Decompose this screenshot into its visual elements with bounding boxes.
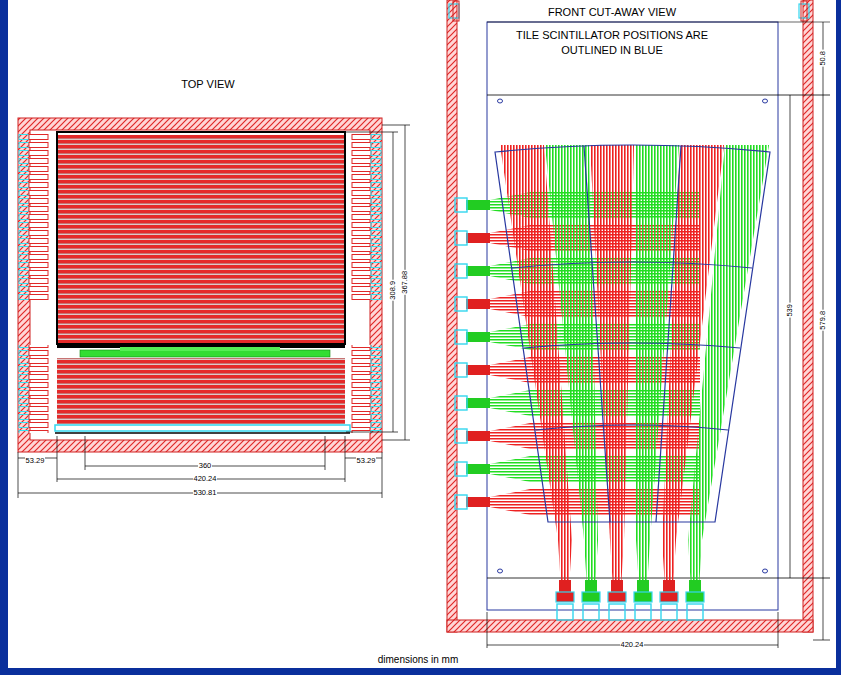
dimension-label: 53.29 <box>356 457 377 466</box>
fiber-connector <box>466 497 490 507</box>
sheet <box>8 0 836 668</box>
connector-housing <box>455 462 467 476</box>
dimension-label: 420.24 <box>193 475 218 484</box>
fiber-connector <box>466 464 490 474</box>
dimension-lines <box>18 125 410 498</box>
connector-housing <box>687 604 703 620</box>
connector-housing <box>661 604 677 620</box>
fiber-connector <box>686 592 704 602</box>
readout-fibers <box>500 145 769 620</box>
fiber-connector <box>634 592 652 602</box>
connector-housing <box>583 604 599 620</box>
fiber-connector <box>663 580 675 592</box>
connector-housing <box>455 363 467 377</box>
fiber-connector <box>466 431 490 441</box>
front-dimension-lines <box>487 22 830 648</box>
top-view-housing <box>18 118 382 452</box>
fiber-layers <box>55 132 350 433</box>
fiber-connector <box>582 592 600 602</box>
dimension-label: 308.9 <box>389 280 398 301</box>
fiber-connector <box>608 592 626 602</box>
fiber-connector <box>466 266 490 276</box>
view-title: FRONT CUT-AWAY VIEW <box>548 6 676 19</box>
fiber-connector <box>466 398 490 408</box>
view-title: TOP VIEW <box>181 78 234 91</box>
note: TILE SCINTILLATOR POSITIONS ARE OUTLINED… <box>487 28 737 59</box>
fiber-connector <box>466 332 490 342</box>
fiber-connector <box>466 233 490 243</box>
dimension-label: 530.81 <box>193 489 218 498</box>
fiber-connector <box>585 580 597 592</box>
fiber-bundle <box>490 356 700 384</box>
fiber-connector <box>466 200 490 210</box>
units-note: dimensions in mm <box>378 654 459 666</box>
connector-housing <box>455 231 467 245</box>
connector-housing <box>455 198 467 212</box>
fiber-connector <box>559 580 571 592</box>
tile-frame <box>487 22 830 610</box>
fiber-connector <box>611 580 623 592</box>
dimension-label: 360 <box>198 462 213 471</box>
fiber-connector <box>466 365 490 375</box>
fiber-connector <box>660 592 678 602</box>
dimension-label: 367.88 <box>401 270 410 295</box>
connector-housing <box>455 396 467 410</box>
fiber-connector <box>689 580 701 592</box>
dimension-label: 420.24 <box>620 641 645 650</box>
dimension-label: 50.8 <box>819 50 828 67</box>
fiber-connector <box>466 299 490 309</box>
fiber-connector <box>637 580 649 592</box>
connector-housing <box>455 495 467 509</box>
connector-housing <box>557 604 573 620</box>
tile-outlines <box>495 145 770 522</box>
dimension-label: 53.29 <box>25 457 46 466</box>
fiber-connector <box>556 592 574 602</box>
dimension-label: 539 <box>786 303 795 318</box>
dimension-label: 579.8 <box>819 310 828 331</box>
connector-housing <box>455 297 467 311</box>
connector-housing <box>455 429 467 443</box>
connector-housing <box>635 604 651 620</box>
connector-housing <box>455 264 467 278</box>
connector-housing <box>609 604 625 620</box>
connector-housing <box>455 330 467 344</box>
